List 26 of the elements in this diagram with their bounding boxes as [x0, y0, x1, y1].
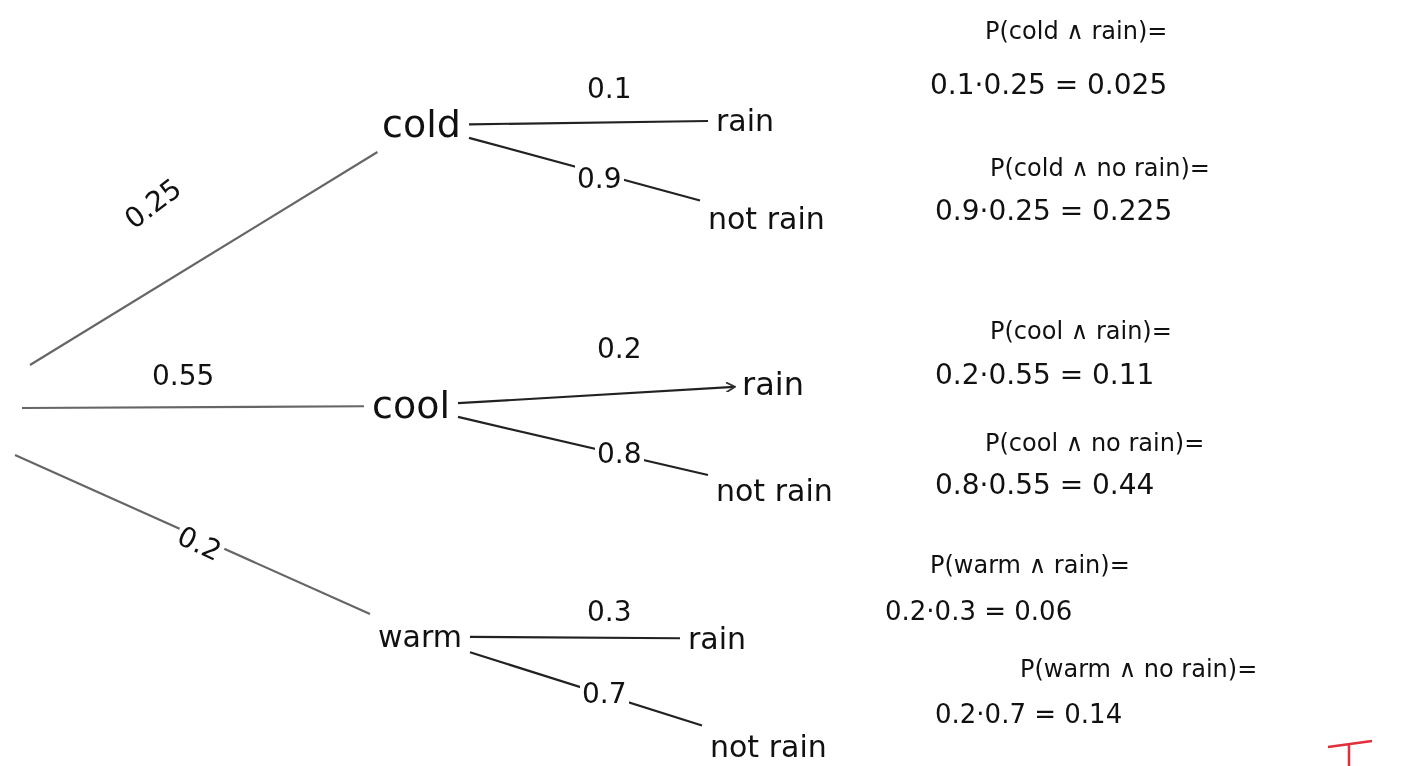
branch-line	[469, 119, 708, 126]
branch-label: cool	[368, 383, 454, 429]
probability-calculation: 0.1·0.25 = 0.025	[930, 70, 1168, 101]
probability-expression: P(cold ∧ no rain)=	[990, 155, 1210, 182]
probability-expression: P(warm ∧ no rain)=	[1020, 656, 1258, 683]
outcome-label: rain	[738, 365, 808, 405]
probability-expression: P(cool ∧ rain)=	[990, 318, 1172, 345]
arrow	[457, 381, 736, 405]
probability-calculation: 0.2·0.55 = 0.11	[935, 360, 1155, 391]
outcome-label: not rain	[706, 728, 831, 765]
probability-calculation: 0.8·0.55 = 0.44	[935, 470, 1155, 501]
outcome-label: not rain	[712, 472, 837, 509]
probability-calculation: 0.2·0.7 = 0.14	[935, 700, 1123, 729]
outcome-label: rain	[712, 102, 779, 139]
branch-line	[29, 151, 379, 366]
probability-calculation: 0.2·0.3 = 0.06	[885, 597, 1073, 626]
probability-calculation: 0.9·0.25 = 0.225	[935, 196, 1173, 227]
branch-line	[470, 635, 680, 640]
branch-line	[22, 405, 364, 410]
outcome-label: not rain	[704, 200, 829, 237]
outcome-label: rain	[684, 620, 751, 657]
branch-label: cold	[378, 102, 465, 148]
branch-label: warm	[374, 618, 466, 655]
probability-expression: P(cold ∧ rain)=	[985, 18, 1168, 45]
probability-expression: P(warm ∧ rain)=	[930, 552, 1130, 579]
probability-expression: P(cool ∧ no rain)=	[985, 430, 1205, 457]
